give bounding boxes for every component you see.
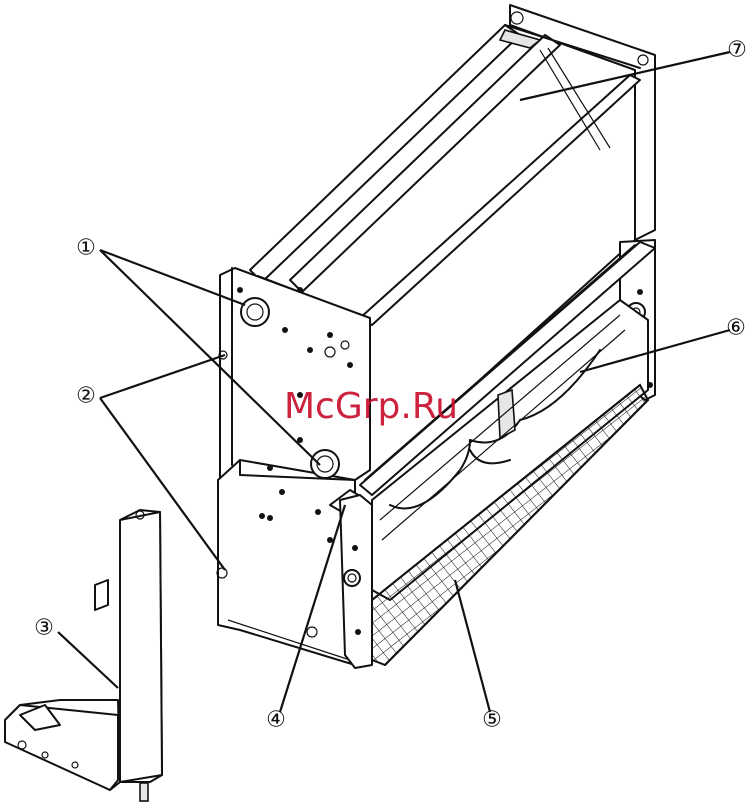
callout-4: ④ <box>266 708 286 733</box>
callout-3-label: ③ <box>34 616 54 641</box>
callout-2-label: ② <box>76 384 96 409</box>
callout-7: ⑦ <box>727 38 747 63</box>
callout-6: ⑥ <box>726 316 746 341</box>
callout-4-label: ④ <box>266 708 286 733</box>
watermark-text: McGrp.Ru <box>284 386 458 427</box>
callout-1-label: ① <box>76 236 96 261</box>
callout-7-label: ⑦ <box>727 38 747 63</box>
callout-3: ③ <box>34 616 54 641</box>
callout-5-label: ⑤ <box>482 708 502 733</box>
callout-1: ① <box>76 236 96 261</box>
callout-2: ② <box>76 384 96 409</box>
callout-5: ⑤ <box>482 708 502 733</box>
callout-6-label: ⑥ <box>726 316 746 341</box>
front-block <box>340 495 372 668</box>
